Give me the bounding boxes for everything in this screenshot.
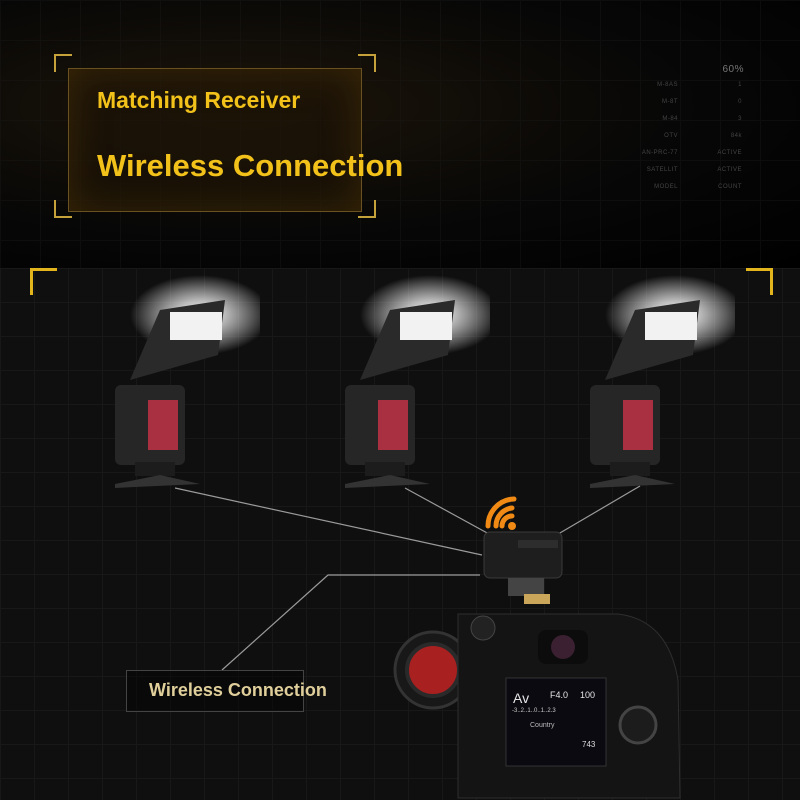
title-line-1: Matching Receiver bbox=[97, 87, 301, 113]
caption-text: Wireless Connection bbox=[149, 680, 327, 700]
lcd-readout: Av F4.0 100 -3..2..1..0..1..2.3 Country … bbox=[510, 686, 606, 766]
hud-row: MODEL COUNT bbox=[612, 184, 742, 194]
speedlite-center bbox=[345, 275, 490, 488]
flash-window bbox=[623, 400, 653, 450]
lcd-screen bbox=[505, 677, 607, 767]
panel-corner bbox=[358, 54, 376, 72]
receiver-grille bbox=[518, 540, 558, 548]
receiver-unit bbox=[483, 531, 563, 579]
title-line-2: Wireless Connection bbox=[97, 148, 404, 183]
hud-value: ACTIVE bbox=[717, 167, 742, 173]
hud-row: AN-PRC-77 ACTIVE bbox=[612, 150, 742, 160]
mode-dial bbox=[470, 615, 496, 641]
hud-label: M-84 bbox=[662, 116, 678, 122]
panel-corner bbox=[54, 54, 72, 72]
hud-value: 0 bbox=[738, 99, 742, 105]
hud-row: OTV 84k bbox=[612, 133, 742, 143]
lcd-iso: 100 bbox=[580, 690, 596, 700]
lens-ring bbox=[405, 642, 461, 698]
speedlite-left bbox=[115, 275, 260, 488]
hot-shoe bbox=[524, 594, 550, 604]
hud-label: AN-PRC-77 bbox=[641, 150, 678, 156]
flash-foot bbox=[135, 462, 175, 476]
connection-line bbox=[221, 574, 480, 671]
hud-row: SATELLIT ACTIVE bbox=[612, 167, 742, 177]
flash-window bbox=[378, 400, 408, 450]
hud-label: OTV bbox=[664, 133, 678, 139]
lcd-aperture: F4.0 bbox=[550, 690, 569, 700]
camera-with-receiver bbox=[393, 531, 681, 799]
viewfinder-eyepiece bbox=[551, 635, 575, 659]
hud-percent: 60% bbox=[722, 64, 744, 75]
hud-value: 1 bbox=[738, 82, 742, 88]
caption-box bbox=[126, 670, 304, 712]
panel-corner bbox=[358, 200, 376, 218]
hud-label: MODEL bbox=[654, 184, 678, 190]
connection-line bbox=[404, 487, 501, 541]
lcd-picture-style: Country bbox=[530, 722, 555, 729]
lcd-shots-remaining: 743 bbox=[582, 740, 596, 749]
hud-row: M-84 3 bbox=[612, 116, 742, 126]
receiver-foot bbox=[508, 578, 544, 596]
hud-row: M-8T 0 bbox=[612, 99, 742, 109]
flash-window bbox=[148, 400, 178, 450]
panel-corner bbox=[54, 200, 72, 218]
hud-value: 3 bbox=[738, 116, 742, 122]
hud-value: COUNT bbox=[718, 184, 742, 190]
flash-stand bbox=[115, 475, 200, 488]
hud-value: 84k bbox=[730, 133, 742, 139]
flash-foot bbox=[610, 462, 650, 476]
title-panel bbox=[68, 68, 362, 212]
connection-line bbox=[174, 487, 483, 556]
hud-value: ACTIVE bbox=[717, 150, 742, 156]
connection-line bbox=[547, 485, 641, 541]
flash-lens bbox=[645, 312, 697, 340]
flash-lens bbox=[170, 312, 222, 340]
lcd-mode: Av bbox=[513, 690, 530, 706]
hud-label: M-8T bbox=[662, 99, 678, 105]
flash-foot bbox=[365, 462, 405, 476]
wifi-signal-icon bbox=[485, 496, 517, 530]
hud-label: SATELLIT bbox=[646, 167, 678, 173]
scene-corner bbox=[746, 268, 773, 295]
scene-corner bbox=[30, 268, 57, 295]
flash-stand bbox=[345, 475, 430, 488]
hud-row: M-8AS 1 bbox=[612, 82, 742, 92]
lcd-exposure-scale: -3..2..1..0..1..2.3 bbox=[512, 708, 556, 714]
flash-lens bbox=[400, 312, 452, 340]
hud-label: M-8AS bbox=[657, 82, 678, 88]
speedlite-right bbox=[590, 275, 735, 488]
flash-stand bbox=[590, 475, 675, 488]
control-wheel bbox=[618, 705, 658, 745]
